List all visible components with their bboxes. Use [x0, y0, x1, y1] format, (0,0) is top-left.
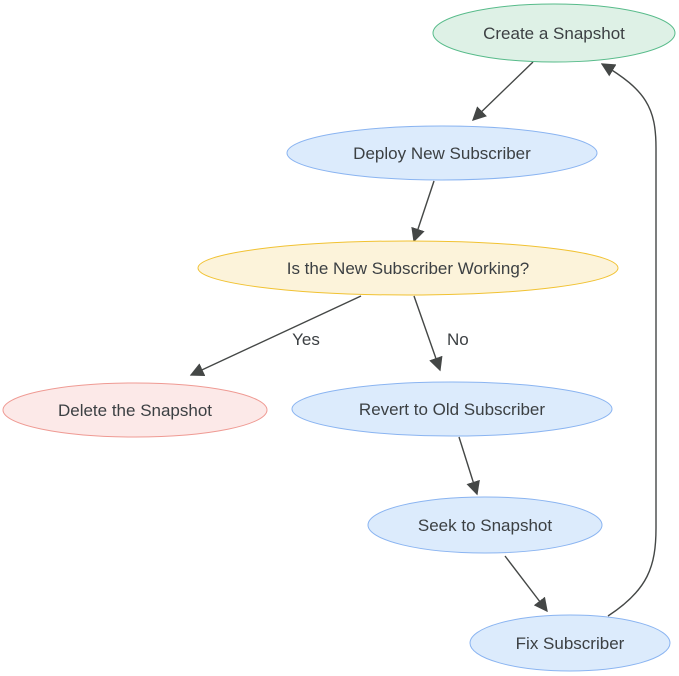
edge-deploy-to-working: [411, 180, 435, 243]
node-deploy-new-subscriber: Deploy New Subscriber: [286, 125, 598, 181]
node-is-new-subscriber-working-shape: [197, 240, 619, 296]
edge-revert-to-seek: [458, 436, 480, 496]
node-revert-to-old-subscriber-shape: [291, 381, 613, 437]
edge-label-yes: Yes: [292, 330, 320, 349]
edge-create-to-deploy: [471, 61, 534, 121]
node-seek-to-snapshot: Seek to Snapshot: [367, 496, 603, 554]
edge-label-no: No: [447, 330, 469, 349]
node-deploy-new-subscriber-label: Deploy New Subscriber: [353, 144, 531, 163]
node-revert-to-old-subscriber-label: Revert to Old Subscriber: [359, 400, 545, 419]
node-seek-to-snapshot-shape: [367, 496, 603, 554]
edge-fix-to-create-loop: [600, 63, 657, 617]
node-fix-subscriber-label: Fix Subscriber: [516, 634, 625, 653]
node-delete-the-snapshot-label: Delete the Snapshot: [58, 401, 212, 420]
node-deploy-new-subscriber-shape: [286, 125, 598, 181]
node-fix-subscriber-shape: [469, 614, 671, 672]
node-is-new-subscriber-working: Is the New Subscriber Working?: [197, 240, 619, 296]
node-delete-the-snapshot: Delete the Snapshot: [2, 382, 268, 438]
edge-working-to-delete-yes: [189, 295, 362, 377]
node-delete-the-snapshot-shape: [2, 382, 268, 438]
edge-seek-to-fix: [504, 555, 548, 613]
node-create-snapshot-label: Create a Snapshot: [483, 24, 625, 43]
node-create-snapshot-shape: [432, 3, 676, 63]
node-fix-subscriber: Fix Subscriber: [469, 614, 671, 672]
node-create-snapshot: Create a Snapshot: [432, 3, 676, 63]
node-seek-to-snapshot-label: Seek to Snapshot: [418, 516, 552, 535]
node-revert-to-old-subscriber: Revert to Old Subscriber: [291, 381, 613, 437]
edge-working-to-revert-no: [413, 295, 443, 372]
node-is-new-subscriber-working-label: Is the New Subscriber Working?: [287, 259, 530, 278]
